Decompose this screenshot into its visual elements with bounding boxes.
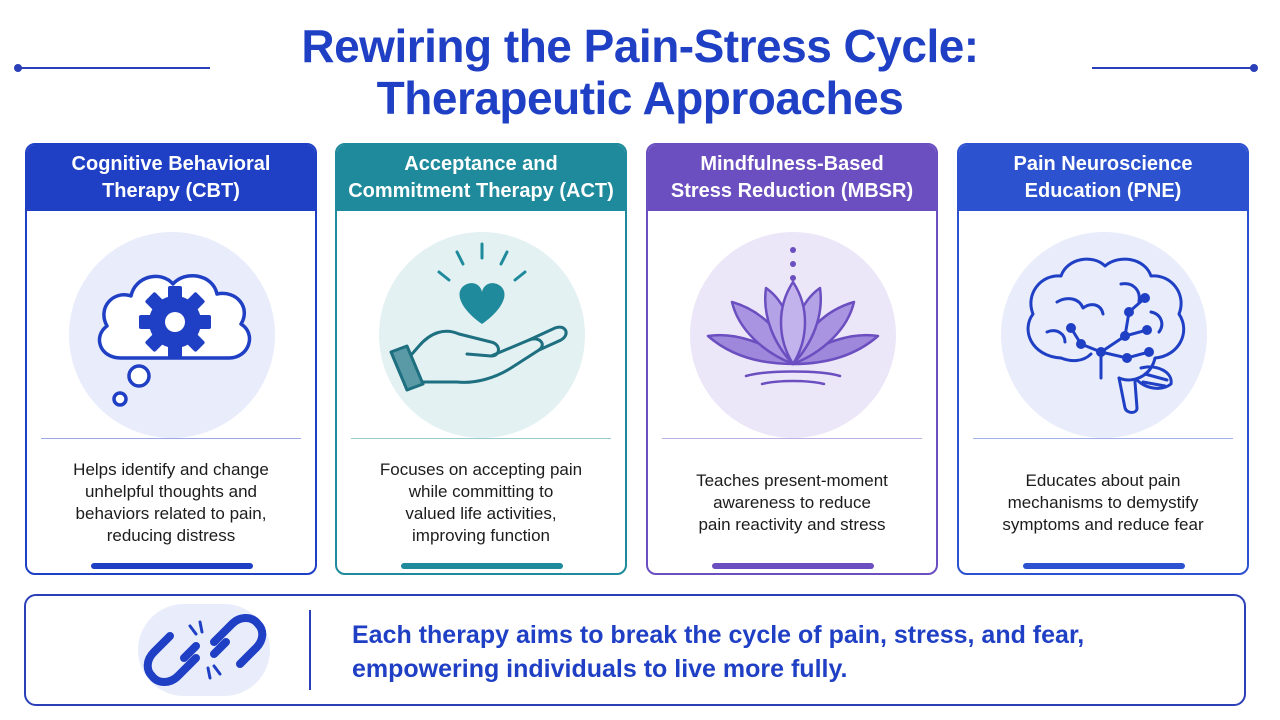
hand-heart-icon <box>379 232 585 438</box>
card-pne-description: Educates about pain mechanisms to demyst… <box>1002 471 1204 534</box>
card-cbt-heading: Cognitive Behavioral Therapy (CBT) <box>27 145 315 211</box>
lotus-icon <box>690 232 896 438</box>
card-act-description: Focuses on accepting pain while committi… <box>379 460 583 545</box>
card-cbt-divider <box>41 438 301 439</box>
card-pne-heading: Pain Neuroscience Education (PNE) <box>959 145 1247 211</box>
card-cbt-description: Helps identify and change unhelpful thou… <box>73 460 269 545</box>
summary-separator <box>309 610 311 690</box>
summary-text: Each therapy aims to break the cycle of … <box>352 621 1085 683</box>
card-mbsr-heading: Mindfulness-Based Stress Reduction (MBSR… <box>648 145 936 211</box>
card-act: Acceptance and Commitment Therapy (ACT) … <box>335 143 627 575</box>
card-pne: Pain Neuroscience Education (PNE) <box>957 143 1249 575</box>
title-decoration-left <box>14 64 210 72</box>
card-mbsr-divider <box>662 438 922 439</box>
card-pne-divider <box>973 438 1233 439</box>
card-act-accent-bar <box>401 563 563 569</box>
card-cbt-accent-bar <box>91 563 253 569</box>
title-decoration-right <box>1092 64 1258 72</box>
broken-chain-icon <box>138 604 270 696</box>
summary-panel: Each therapy aims to break the cycle of … <box>24 594 1246 706</box>
title-line-1: Rewiring the Pain-Stress Cycle: <box>301 20 979 72</box>
title-line-2: Therapeutic Approaches <box>376 72 904 124</box>
thought-bubble-gear-icon <box>69 232 275 438</box>
card-mbsr: Mindfulness-Based Stress Reduction (MBSR… <box>646 143 938 575</box>
card-mbsr-accent-bar <box>712 563 874 569</box>
page-title: Rewiring the Pain-Stress Cycle: Therapeu… <box>0 20 1280 124</box>
brain-neural-icon <box>1001 232 1207 438</box>
card-cbt: Cognitive Behavioral Therapy (CBT) <box>25 143 317 575</box>
card-pne-accent-bar <box>1023 563 1185 569</box>
card-act-heading: Acceptance and Commitment Therapy (ACT) <box>337 145 625 211</box>
card-act-divider <box>351 438 611 439</box>
card-mbsr-description: Teaches present-moment awareness to redu… <box>696 471 888 534</box>
